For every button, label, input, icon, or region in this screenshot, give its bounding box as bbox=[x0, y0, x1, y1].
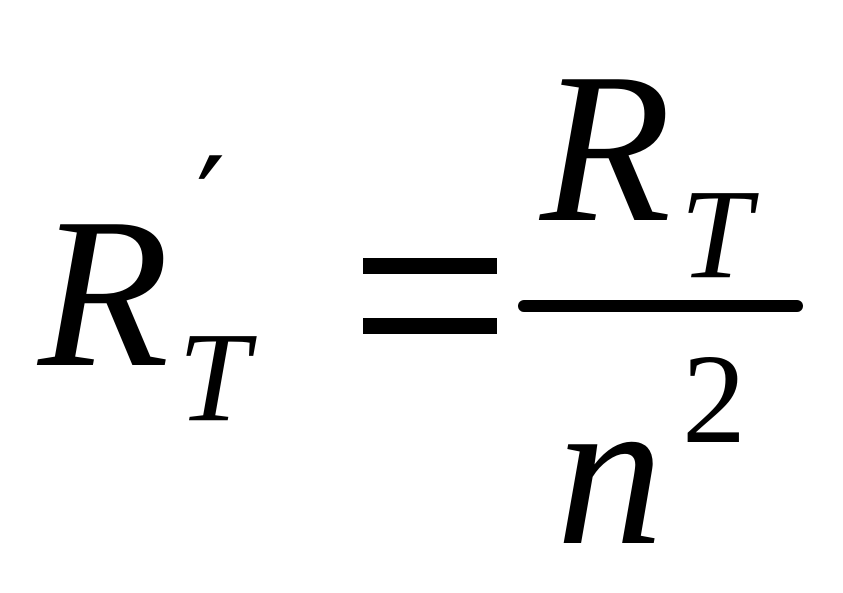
lhs-term: R ′ T bbox=[36, 129, 257, 448]
lhs-base: R bbox=[36, 173, 169, 412]
denominator-superscript: 2 bbox=[682, 328, 746, 470]
fraction-bar bbox=[518, 300, 803, 312]
numerator-subscript: T bbox=[680, 163, 759, 305]
denominator-base: n bbox=[556, 351, 664, 590]
denominator: n 2 bbox=[556, 328, 746, 590]
numerator: R T bbox=[538, 28, 759, 305]
lhs-prime: ′ bbox=[196, 129, 226, 281]
numerator-base: R bbox=[538, 28, 671, 267]
fraction: R T n 2 bbox=[518, 28, 803, 590]
equals-sign bbox=[363, 258, 497, 334]
lhs-subscript: T bbox=[178, 306, 257, 448]
equals-bar-top bbox=[363, 258, 497, 274]
equals-bar-bottom bbox=[363, 318, 497, 334]
